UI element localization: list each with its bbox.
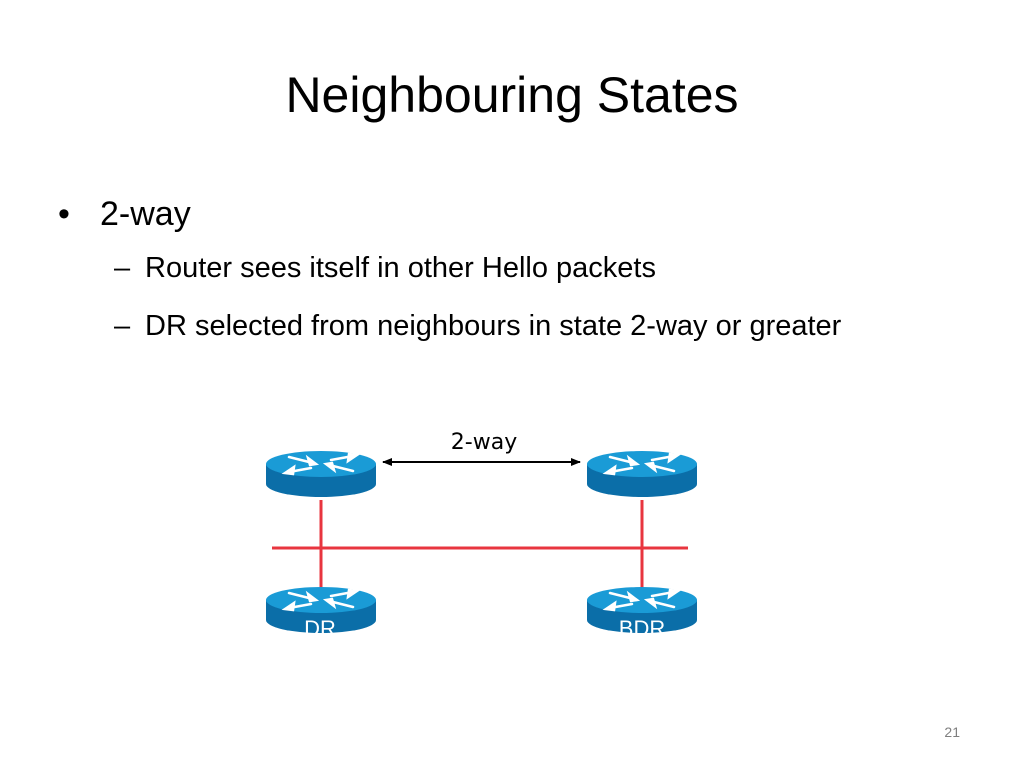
sub-bullet-text: Router sees itself in other Hello packet… (145, 252, 656, 284)
bullet-text: 2-way (100, 195, 191, 233)
two-way-label: 2-way (451, 430, 517, 455)
sub-bullet-item: – Router sees itself in other Hello pack… (114, 250, 958, 286)
slide-title: Neighbouring States (285, 67, 739, 123)
bdr-label: BDR (619, 616, 665, 641)
dr-label: DR (304, 616, 336, 641)
sub-bullet-item: – DR selected from neighbours in state 2… (114, 308, 958, 344)
sub-bullet-text: DR selected from neighbours in state 2-w… (145, 310, 842, 342)
dash-icon: – (114, 310, 131, 342)
router-icon (585, 449, 699, 499)
router-icon (264, 449, 378, 499)
bullet-item: • 2-way (58, 190, 958, 238)
bullet-icon: • (58, 195, 70, 233)
slide-number: 21 (944, 724, 960, 740)
dash-icon: – (114, 252, 131, 284)
bullet-list: • 2-way – Router sees itself in other He… (58, 190, 958, 344)
